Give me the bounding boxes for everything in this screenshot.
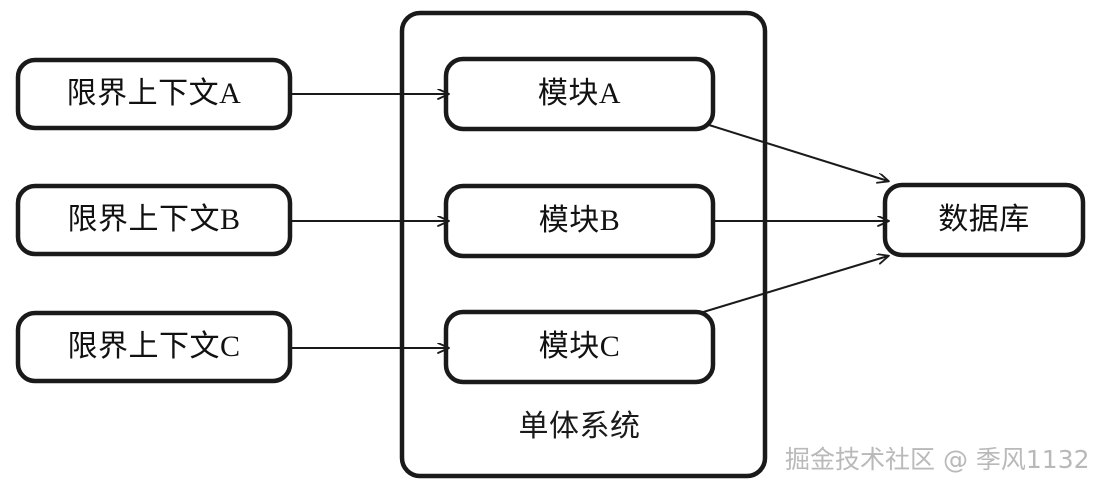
edge-module-a-to-database bbox=[708, 124, 888, 181]
edge-module-c-to-database bbox=[699, 256, 888, 314]
bounded-context-c-shape[interactable] bbox=[15, 310, 293, 384]
bounded-context-a-shape[interactable] bbox=[15, 57, 293, 131]
watermark-text: 掘金技术社区 @ 季风1132 bbox=[785, 445, 1090, 474]
module-c-shape[interactable] bbox=[443, 309, 716, 385]
bounded-context-b-shape[interactable] bbox=[15, 183, 293, 257]
module-a-shape[interactable] bbox=[443, 56, 716, 132]
database-shape[interactable] bbox=[882, 182, 1086, 258]
module-b-shape[interactable] bbox=[443, 183, 716, 259]
monolith-container-shape bbox=[399, 10, 768, 479]
